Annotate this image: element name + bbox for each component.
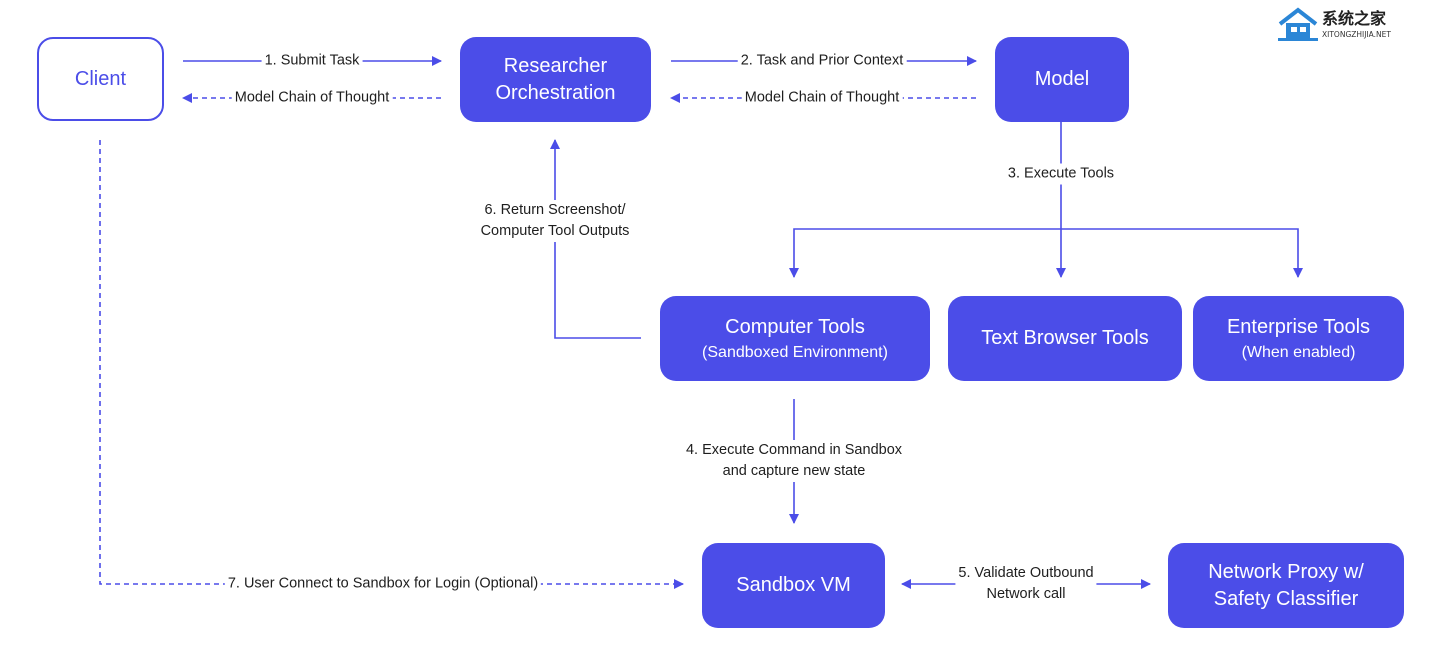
enterprise-tools-subtitle: (When enabled) (1241, 343, 1356, 361)
validate-outbound-line2: Network call (986, 586, 1066, 602)
researcher-chain-of-thought-label: Model Chain of Thought (741, 87, 903, 109)
text-browser-tools-node: Text Browser Tools (948, 296, 1182, 381)
user-connect-label: 7. User Connect to Sandbox for Login (Op… (224, 573, 542, 595)
client-label: Client (74, 67, 127, 90)
task-prior-context-label: 2. Task and Prior Context (737, 50, 907, 72)
researcher-orchestration-node: Researcher Orchestration (460, 37, 651, 122)
computer-tools-title: Computer Tools (725, 315, 865, 338)
watermark-subtext: XITONGZHIJIA.NET (1322, 30, 1391, 39)
researcher-label-line2: Orchestration (495, 81, 616, 104)
network-proxy-node: Network Proxy w/ Safety Classifier (1168, 543, 1404, 628)
network-proxy-line1: Network Proxy w/ (1208, 560, 1364, 583)
researcher-label-line1: Researcher (503, 54, 608, 77)
text-browser-tools-label: Text Browser Tools (981, 327, 1149, 349)
computer-tools-node: Computer Tools (Sandboxed Environment) (660, 296, 930, 381)
computer-tools-subtitle: (Sandboxed Environment) (702, 343, 888, 361)
edge-execute-tools-branch (789, 228, 1303, 278)
execute-command-line2: and capture new state (722, 463, 866, 479)
execute-tools-label: 3. Execute Tools (1004, 163, 1118, 185)
watermark-logo: 系统之家 XITONGZHIJIA.NET (1278, 7, 1391, 41)
enterprise-tools-node: Enterprise Tools (When enabled) (1193, 296, 1404, 381)
network-proxy-line2: Safety Classifier (1213, 587, 1359, 610)
return-screenshot-line2: Computer Tool Outputs (480, 223, 630, 239)
validate-outbound-label: 5. Validate Outbound Network call (955, 563, 1097, 605)
return-screenshot-line1: 6. Return Screenshot/ (484, 202, 626, 218)
validate-outbound-line1: 5. Validate Outbound (958, 565, 1094, 581)
return-screenshot-label: 6. Return Screenshot/ Computer Tool Outp… (477, 200, 633, 242)
client-chain-of-thought-label: Model Chain of Thought (231, 87, 393, 109)
house-icon (1278, 7, 1318, 41)
submit-task-label: 1. Submit Task (261, 50, 363, 72)
client-node: Client (37, 37, 164, 121)
execute-command-label: 4. Execute Command in Sandbox and captur… (682, 440, 906, 482)
model-label: Model (1034, 68, 1090, 90)
watermark-text: 系统之家 (1322, 9, 1387, 28)
sandbox-vm-node: Sandbox VM (702, 543, 885, 628)
execute-command-line1: 4. Execute Command in Sandbox (685, 442, 903, 458)
model-node: Model (995, 37, 1129, 122)
sandbox-vm-label: Sandbox VM (736, 574, 851, 596)
enterprise-tools-title: Enterprise Tools (1226, 315, 1371, 338)
